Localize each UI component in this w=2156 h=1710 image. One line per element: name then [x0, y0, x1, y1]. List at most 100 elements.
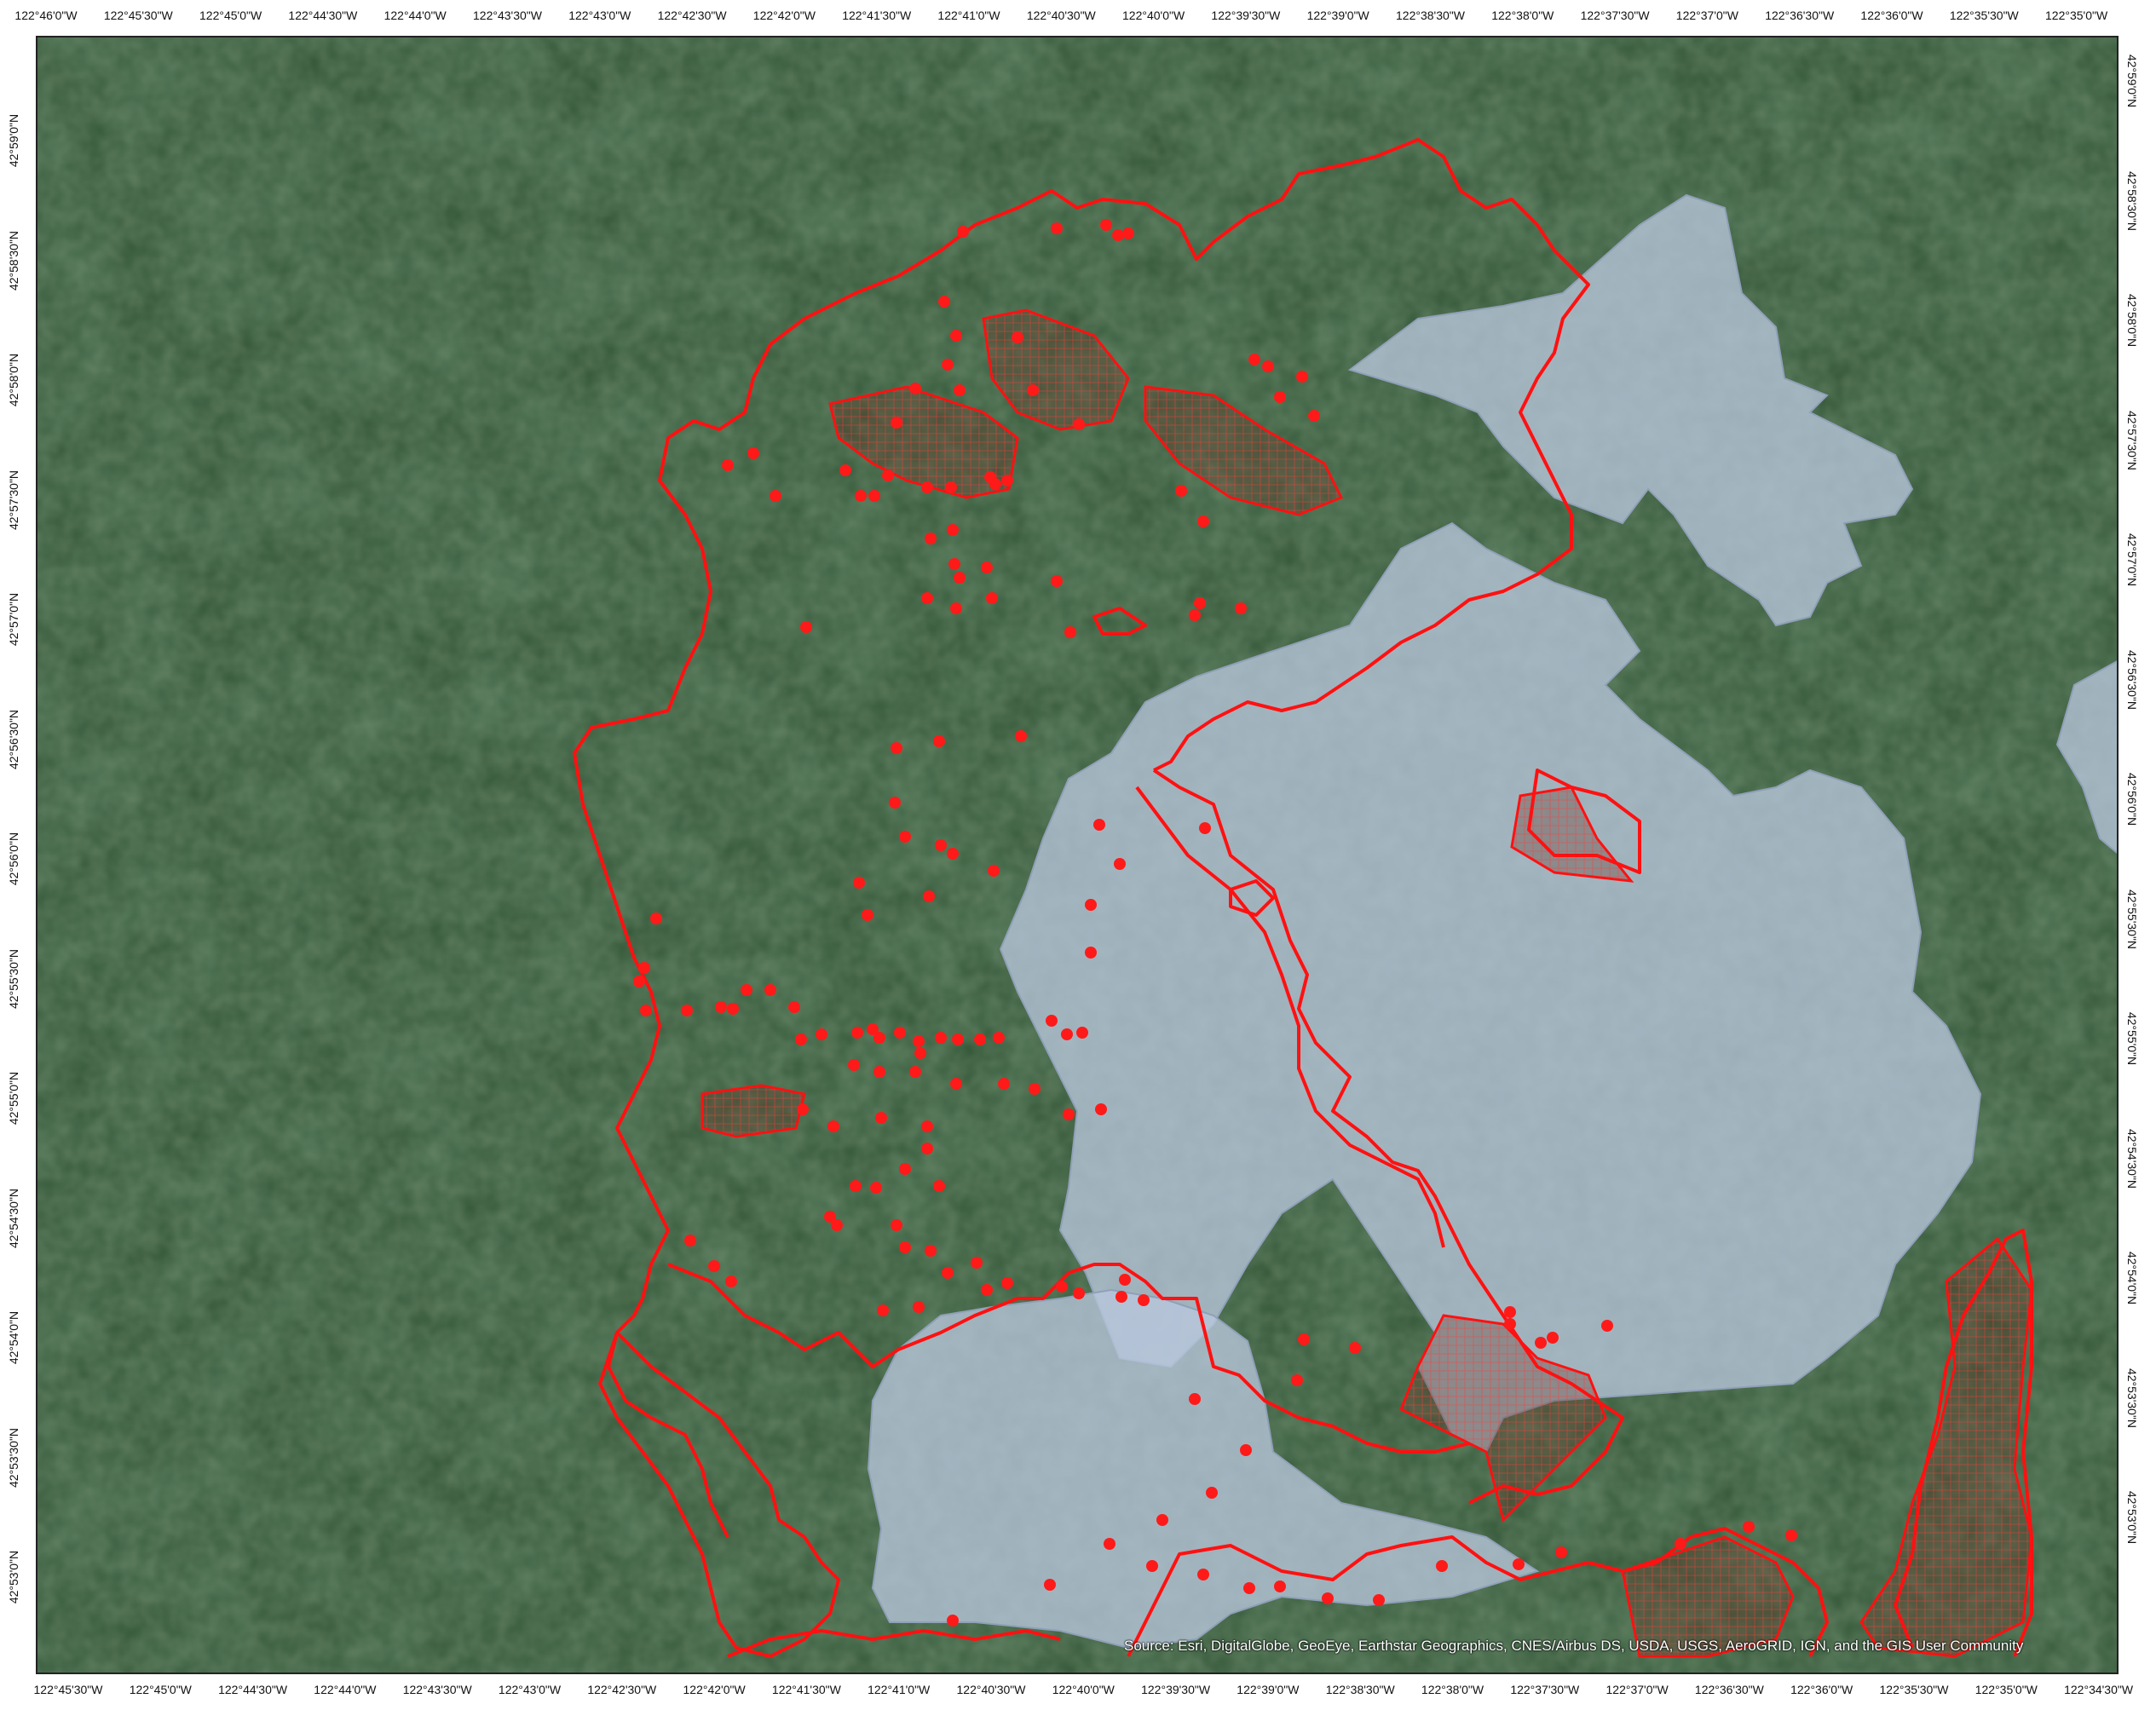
fire-point-marker [913, 1301, 925, 1313]
top-longitude-label: 122°44'0"W [383, 9, 447, 22]
fire-point-marker [950, 1078, 962, 1090]
fire-point-marker [1001, 475, 1013, 487]
fire-point-marker [947, 1615, 959, 1627]
fire-point-marker [1555, 1546, 1567, 1558]
right-latitude-label: 42°54'30"N [2125, 1128, 2139, 1189]
fire-point-marker [1504, 1306, 1516, 1318]
top-longitude-label: 122°37'0"W [1675, 9, 1738, 22]
fire-point-marker [853, 877, 865, 889]
left-latitude-label: 42°57'30"N [7, 469, 20, 530]
fire-point-marker [747, 447, 759, 459]
fire-point-marker [1063, 1108, 1075, 1120]
satellite-map[interactable] [37, 37, 2119, 1674]
fire-point-marker [1064, 626, 1076, 638]
fire-point-marker [1513, 1558, 1525, 1570]
fire-point-marker [1061, 1028, 1073, 1040]
fire-point-marker [875, 1112, 887, 1124]
fire-point-marker [1100, 219, 1112, 231]
fire-point-marker [954, 384, 966, 396]
top-longitude-label: 122°39'0"W [1306, 9, 1369, 22]
fire-perimeter-bottom [1127, 1527, 1829, 1657]
fire-point-marker [948, 558, 960, 570]
fire-point-marker [816, 1028, 827, 1040]
left-latitude-label: 42°55'30"N [7, 948, 20, 1009]
map-attribution: Source: Esri, DigitalGlobe, GeoEye, Eart… [1124, 1638, 2024, 1654]
fire-point-marker [950, 602, 962, 614]
fire-point-marker [1436, 1560, 1448, 1572]
top-longitude-label: 122°40'0"W [1122, 9, 1185, 22]
fire-perimeter-inner [1152, 769, 1624, 1505]
right-latitude-label: 42°55'30"N [2125, 889, 2139, 949]
fire-point-marker [681, 1005, 693, 1016]
fire-point-marker [933, 735, 945, 747]
bottom-longitude-label: 122°39'30"W [1141, 1683, 1211, 1696]
fire-point-marker [684, 1235, 696, 1247]
fire-point-marker [1291, 1374, 1303, 1386]
right-latitude-label: 42°57'30"N [2125, 410, 2139, 470]
fire-point-marker [824, 1211, 836, 1223]
bottom-longitude-label: 122°34'30"W [2064, 1683, 2134, 1696]
fire-point-marker [1027, 384, 1039, 396]
top-longitude-label: 122°41'0"W [937, 9, 1000, 22]
fire-point-marker [1322, 1592, 1334, 1604]
fire-point-marker [708, 1260, 720, 1272]
bottom-longitude-label: 122°40'30"W [956, 1683, 1026, 1696]
overlay-south [867, 1288, 1540, 1650]
fire-point-marker [1114, 858, 1126, 870]
fire-point-marker [923, 890, 935, 902]
fire-point-marker [925, 1245, 937, 1257]
fire-point-marker [1535, 1337, 1547, 1349]
bottom-longitude-label: 122°39'0"W [1237, 1683, 1300, 1696]
fire-point-marker [986, 592, 998, 604]
bottom-longitude-label: 122°37'30"W [1510, 1683, 1580, 1696]
fire-point-marker [873, 1066, 885, 1078]
fire-point-marker [1262, 360, 1274, 372]
fire-point-marker [1146, 1560, 1158, 1572]
left-latitude-label: 42°58'30"N [7, 230, 20, 291]
left-latitude-label: 42°54'30"N [7, 1188, 20, 1248]
fire-point-marker [891, 1219, 902, 1231]
fire-point-marker [1119, 1274, 1131, 1286]
fire-point-marker [933, 1180, 945, 1192]
left-latitude-label: 42°53'0"N [7, 1550, 20, 1604]
fire-point-marker [850, 1180, 862, 1192]
fire-point-marker [741, 984, 752, 996]
fire-point-marker [1046, 1015, 1058, 1027]
top-longitude-label: 122°46'0"W [14, 9, 78, 22]
fire-point-marker [998, 1078, 1010, 1090]
fire-point-marker [947, 848, 959, 860]
fire-point-marker [795, 1033, 807, 1045]
hatched-area-3 [1144, 385, 1344, 516]
fire-point-marker [974, 1033, 986, 1045]
right-latitude-label: 42°56'0"N [2125, 772, 2139, 826]
fire-perimeter-interior-line [1135, 786, 1445, 1248]
fire-point-marker [1073, 418, 1085, 430]
fire-point-marker [957, 226, 969, 238]
fire-point-marker [1194, 597, 1206, 609]
fire-point-marker [942, 359, 954, 371]
fire-point-marker [877, 1304, 889, 1316]
fire-perimeter-spot-east [1527, 769, 1641, 874]
fire-point-marker [868, 490, 880, 502]
fire-point-marker [1547, 1332, 1559, 1344]
fire-point-marker [971, 1257, 983, 1269]
top-longitude-label: 122°40'30"W [1026, 9, 1096, 22]
left-latitude-label: 42°56'30"N [7, 709, 20, 769]
top-longitude-label: 122°41'30"W [842, 9, 912, 22]
fire-point-marker [899, 1163, 911, 1175]
fire-point-marker [722, 459, 734, 471]
left-latitude-label: 42°59'0"N [7, 113, 20, 168]
map-frame[interactable]: Source: Esri, DigitalGlobe, GeoEye, Eart… [36, 36, 2119, 1674]
top-longitude-label: 122°35'30"W [1949, 9, 2019, 22]
fire-point-marker [993, 1032, 1005, 1044]
top-longitude-label: 122°36'30"W [1765, 9, 1835, 22]
fire-point-marker [848, 1059, 860, 1071]
top-longitude-label: 122°43'0"W [568, 9, 631, 22]
bottom-longitude-label: 122°38'30"W [1325, 1683, 1395, 1696]
fire-perimeter-north [769, 138, 1590, 772]
fire-point-marker [831, 1219, 843, 1231]
overlay-ne [1347, 193, 1914, 627]
fire-point-marker [1085, 899, 1097, 911]
fire-point-marker [788, 1001, 800, 1013]
fire-perimeter-west [573, 343, 772, 1538]
